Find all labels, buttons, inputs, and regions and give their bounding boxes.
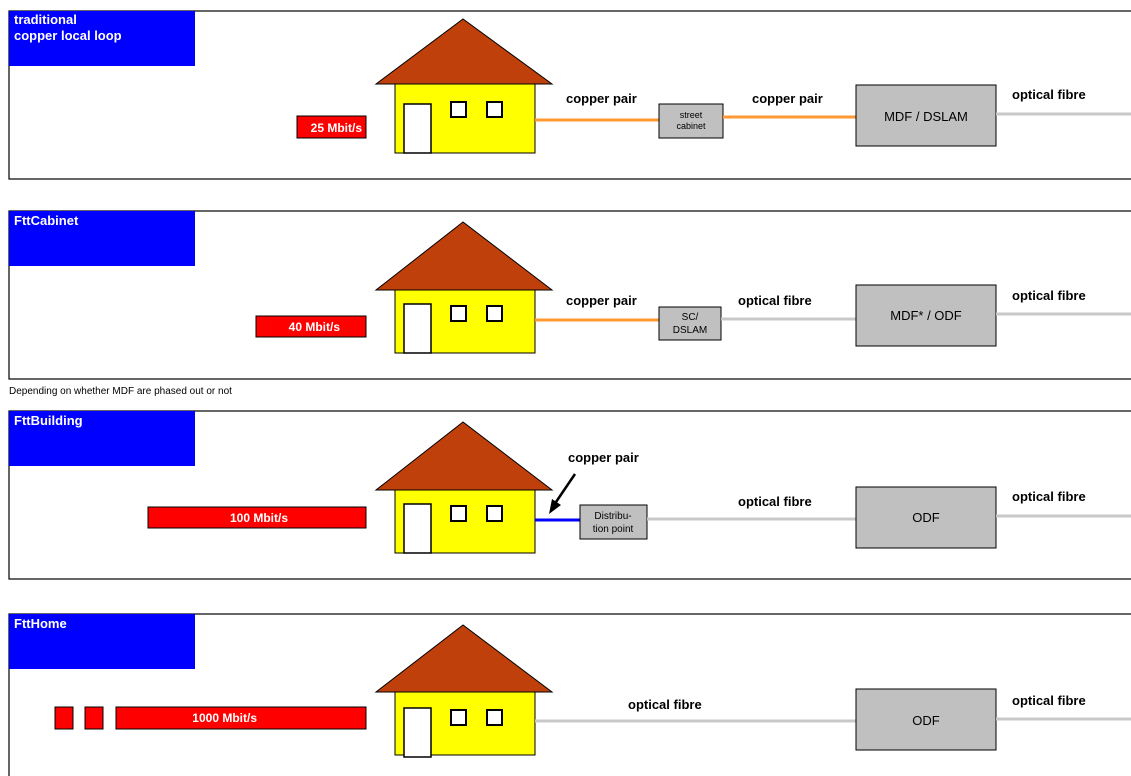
link1-label: copper pair [566, 293, 637, 308]
speed-label: 100 Mbit/s [230, 511, 288, 525]
panel-ftthome: FttHome 1000 Mbit/s optical fibre ODF op… [8, 613, 1131, 776]
speed-label: 40 Mbit/s [289, 320, 341, 334]
panel-title-line2: copper local loop [14, 28, 122, 43]
exchange-box [855, 84, 997, 147]
sc-dslam-box [658, 306, 722, 341]
panel-title-line1: FttHome [14, 616, 67, 631]
exchange-box [855, 486, 997, 549]
speed-bar-segment [84, 706, 104, 730]
panel-fttcabinet: FttCabinet 40 Mbit/s copper pair SC/ DSL… [8, 210, 1131, 380]
link2-label: optical fibre [738, 293, 812, 308]
cabinet-label-line2: cabinet [676, 121, 706, 131]
speed-bar [296, 115, 367, 139]
speed-label: 1000 Mbit/s [192, 711, 257, 725]
uplink-label: optical fibre [1012, 87, 1086, 102]
house-icon [374, 624, 554, 758]
exchange-label: MDF* / ODF [890, 308, 962, 323]
house-icon [374, 421, 554, 554]
link1-label: copper pair [566, 91, 637, 106]
exchange-label: ODF [912, 510, 940, 525]
panel-traditional: traditional copper local loop 25 Mbit/s … [8, 10, 1131, 180]
exchange-label: MDF / DSLAM [884, 109, 968, 124]
exchange-box [855, 284, 997, 347]
panel-title-line1: FttBuilding [14, 413, 83, 428]
panel-title-box [9, 211, 195, 266]
link2-label: optical fibre [738, 494, 812, 509]
cabinet-label-line1: SC/ [682, 312, 699, 323]
exchange-box [855, 688, 997, 751]
house-icon [374, 221, 554, 354]
link2-label: copper pair [752, 91, 823, 106]
panel-title-box [9, 11, 195, 66]
panel-title-line1: FttCabinet [14, 213, 79, 228]
panel-title-line1: traditional [14, 12, 77, 27]
uplink-label: optical fibre [1012, 693, 1086, 708]
exchange-label: ODF [912, 713, 940, 728]
cabinet-label-line2: DSLAM [673, 325, 707, 336]
distribution-point-box [579, 504, 648, 540]
house-icon [374, 18, 554, 154]
speed-bar-segment [54, 706, 74, 730]
speed-label: 25 Mbit/s [311, 121, 363, 135]
cabinet-label-line1: street [680, 110, 703, 120]
uplink-label: optical fibre [1012, 288, 1086, 303]
street-cabinet-box [658, 103, 724, 139]
panel-fttbuilding: FttBuilding 100 Mbit/s copper pair Distr… [8, 410, 1131, 580]
speed-bar [255, 315, 367, 338]
speed-bar [147, 506, 367, 529]
panel-title-box [9, 411, 195, 466]
speed-bar [115, 706, 367, 730]
footnote: Depending on whether MDF are phased out … [9, 386, 232, 397]
uplink-label: optical fibre [1012, 489, 1086, 504]
arrow-icon [549, 473, 577, 514]
cabinet-label-line2: tion point [593, 524, 634, 535]
link1-label: copper pair [568, 450, 639, 465]
link1-label: optical fibre [628, 697, 702, 712]
panel-title-box [9, 614, 195, 669]
cabinet-label-line1: Distribu- [594, 511, 631, 522]
